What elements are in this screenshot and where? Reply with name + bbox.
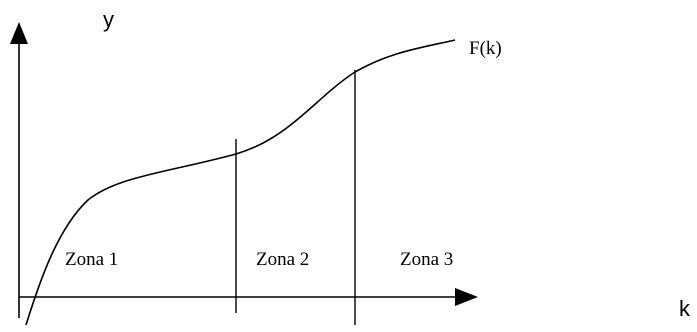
- y-axis-label: y: [103, 7, 114, 32]
- y-axis-arrowhead: [10, 22, 28, 44]
- zone-1-label: Zona 1: [65, 249, 118, 270]
- curve-label: F(k): [469, 38, 502, 59]
- zone-2-label: Zona 2: [256, 249, 309, 270]
- zone-3-label: Zona 3: [400, 249, 453, 270]
- x-axis-arrowhead: [455, 288, 478, 306]
- x-axis-label: k: [679, 296, 691, 321]
- f-of-k-curve: [25, 39, 456, 326]
